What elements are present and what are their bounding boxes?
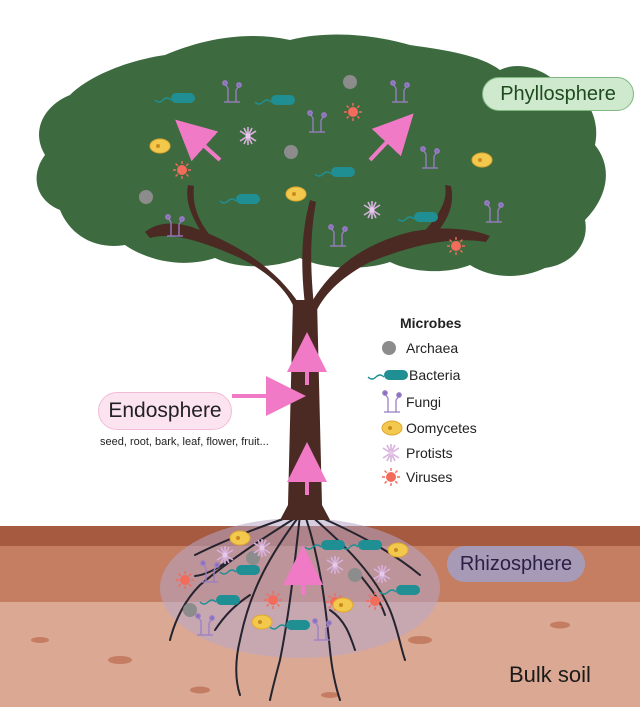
archaea-icon <box>382 341 396 355</box>
fungi-icon <box>383 391 401 412</box>
bulk-soil-label: Bulk soil <box>509 662 591 688</box>
endosphere-label: Endosphere <box>98 392 232 430</box>
bacteria-icon <box>368 370 408 380</box>
phyllosphere-label: Phyllosphere <box>482 77 634 111</box>
legend-icons <box>368 341 408 486</box>
legend-item-oomycetes: Oomycetes <box>406 420 477 436</box>
legend-item-archaea: Archaea <box>406 340 458 356</box>
protists-icon <box>383 444 399 462</box>
legend-item-fungi: Fungi <box>406 394 441 410</box>
oomycetes-icon <box>382 421 402 435</box>
canopy <box>37 35 606 276</box>
legend-item-viruses: Viruses <box>406 469 452 485</box>
rhizosphere-label: Rhizosphere <box>447 546 585 582</box>
legend-item-protists: Protists <box>406 445 453 461</box>
endosphere-parts-text: seed, root, bark, leaf, flower, fruit... <box>100 436 269 448</box>
legend-item-bacteria: Bacteria <box>409 367 460 383</box>
viruses-icon <box>382 468 400 486</box>
legend-title: Microbes <box>400 315 461 331</box>
